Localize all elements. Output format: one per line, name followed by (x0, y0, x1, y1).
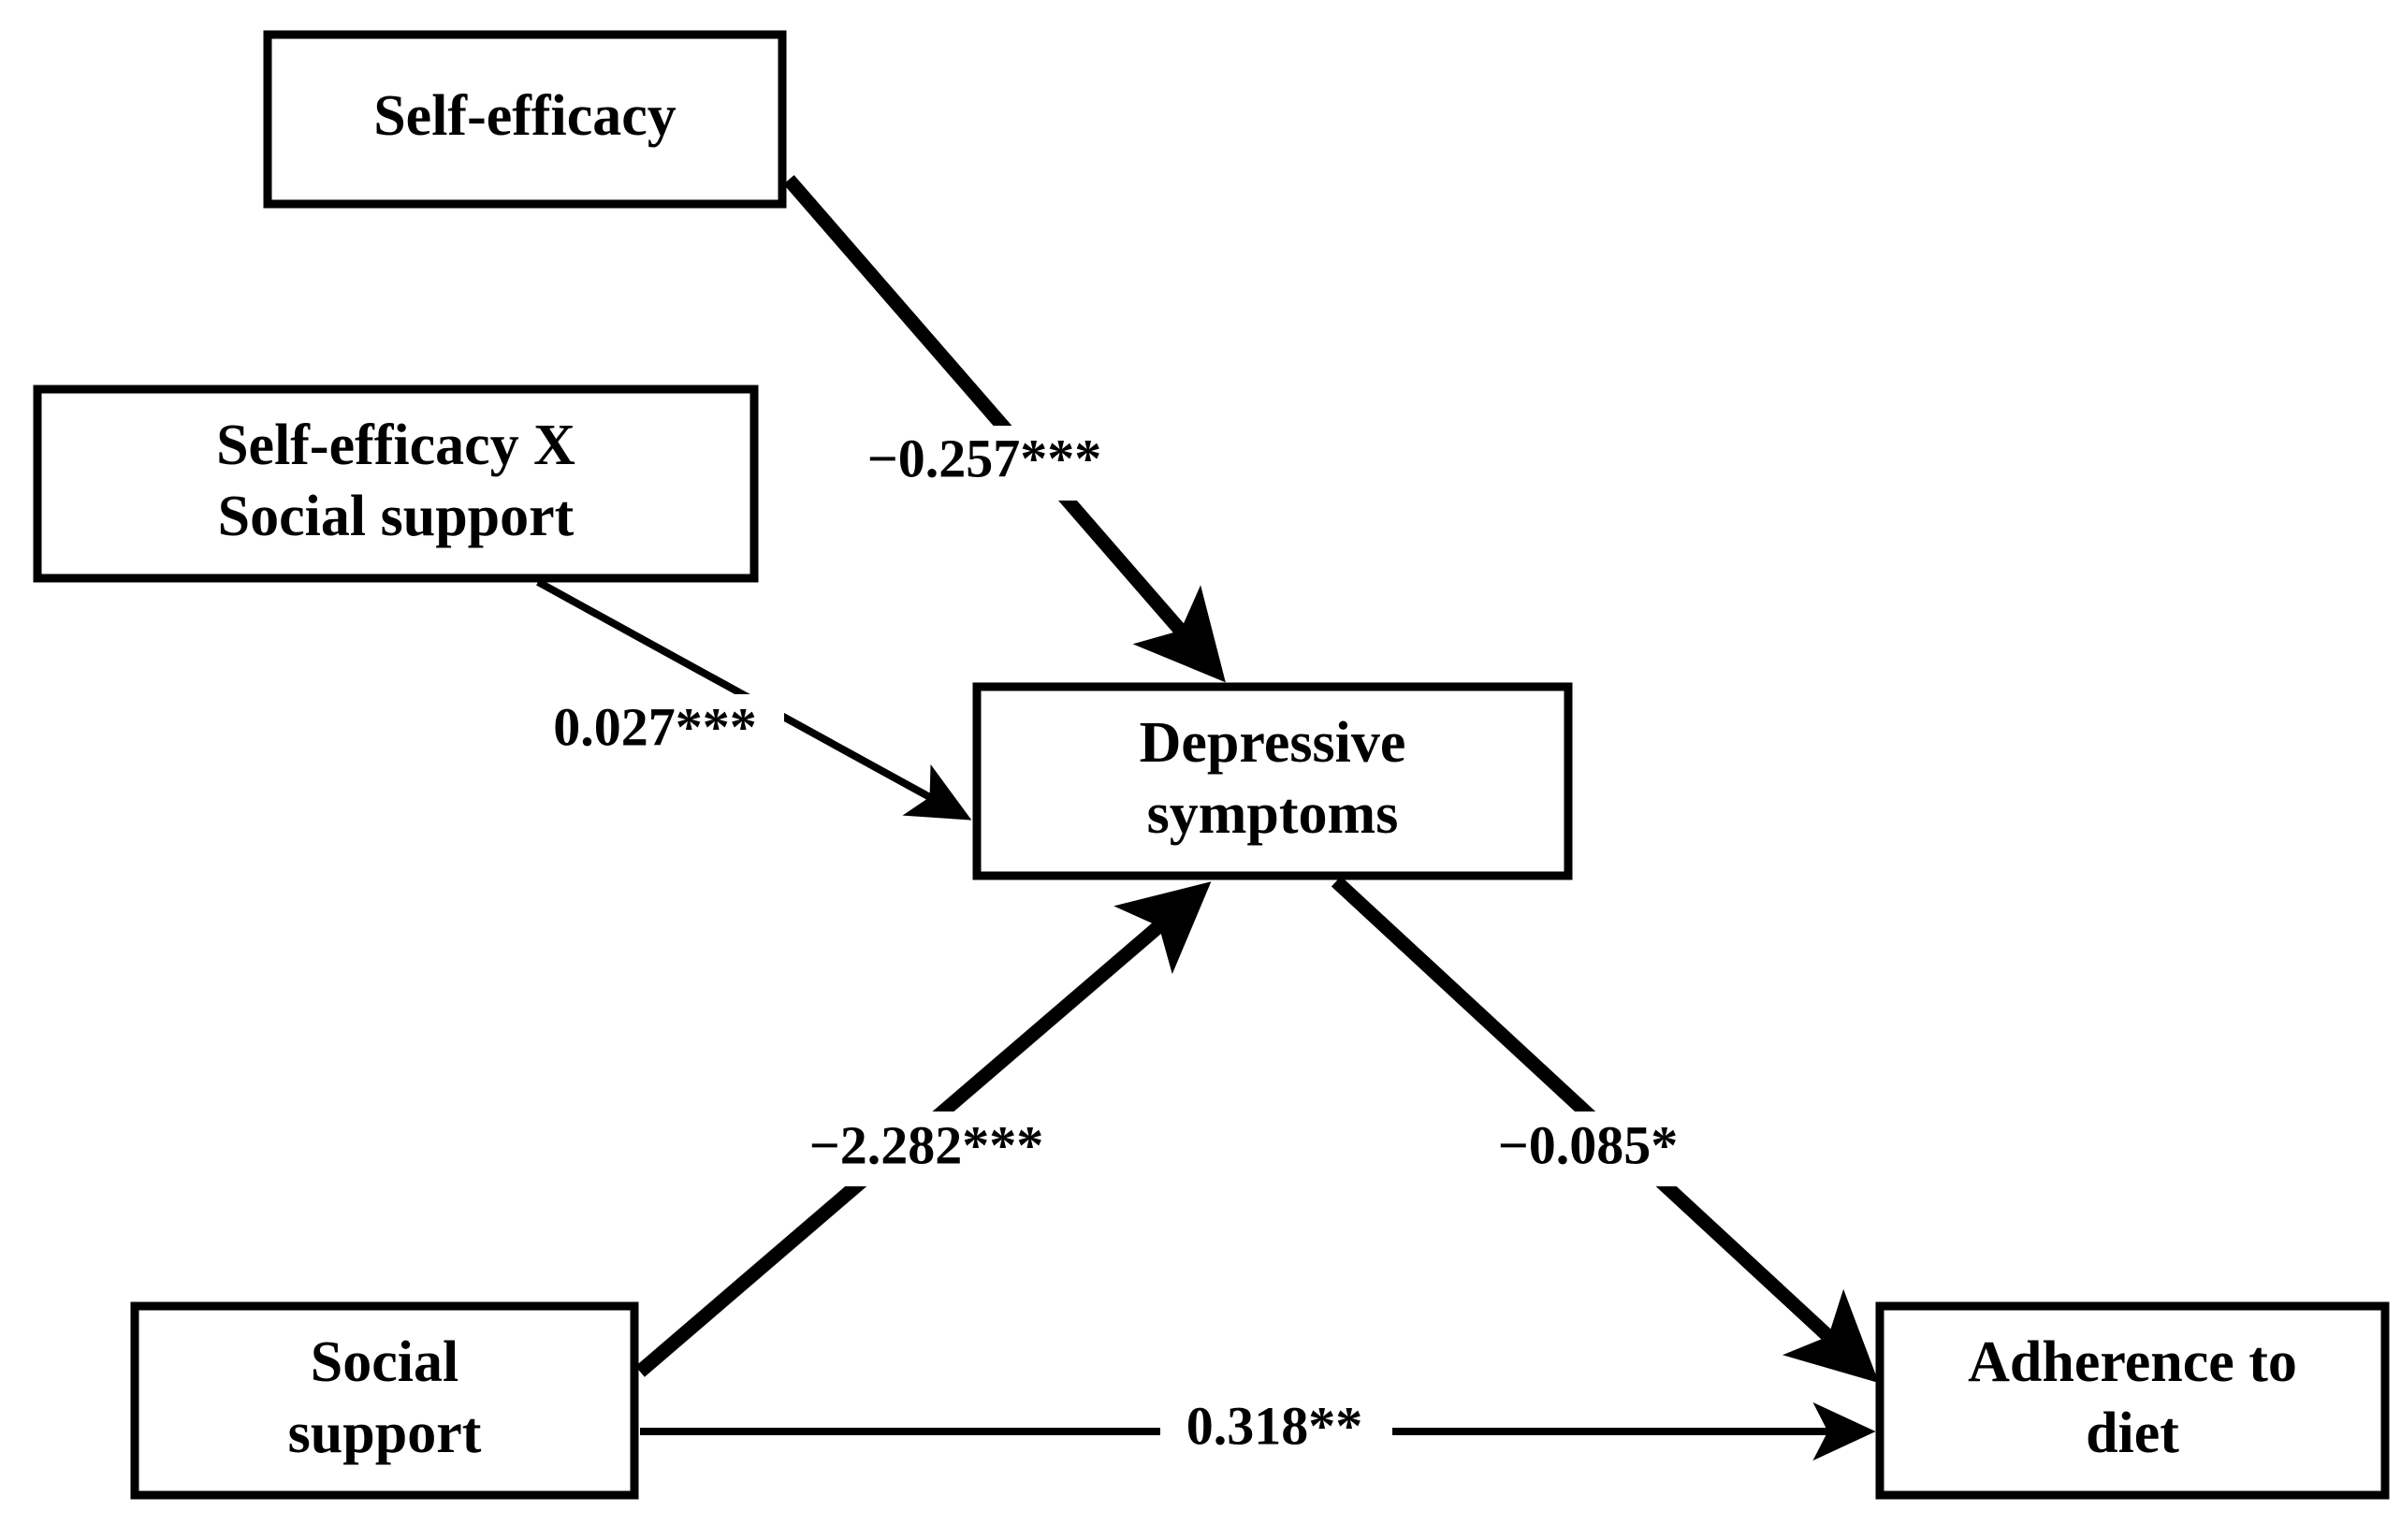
coefficient-label: −0.257*** (867, 428, 1102, 488)
edge-label-social-support-to-depressive: −2.282*** (765, 1111, 1091, 1186)
node-label-line-1: Adherence to (1968, 1330, 2297, 1394)
edge-label-depressive-to-adherence: −0.085* (1474, 1111, 1708, 1186)
edge-label-social-support-to-adherence: 0.318** (1160, 1393, 1392, 1470)
node-label-line-1: Depressive (1140, 711, 1406, 775)
coefficient-label: −2.282*** (809, 1114, 1044, 1175)
label-backdrop (530, 694, 784, 767)
node-adherence-to-diet[interactable]: Adherence to diet (1875, 1301, 2390, 1500)
coefficient-label: −0.085* (1498, 1114, 1679, 1175)
node-self-efficacy[interactable]: Self-efficacy (263, 30, 787, 209)
node-label-line-1: Self-efficacy (373, 84, 677, 148)
node-social-support[interactable]: Social support (130, 1301, 639, 1500)
node-interaction[interactable]: Self-efficacy X Social support (33, 385, 759, 583)
node-label-line-1: Self-efficacy X (216, 414, 575, 477)
node-box (33, 385, 759, 583)
node-box (1875, 1301, 2390, 1500)
coefficient-label: 0.318** (1186, 1395, 1363, 1456)
node-box (263, 30, 787, 209)
label-backdrop (840, 426, 1130, 501)
coefficient-label: 0.027*** (553, 696, 757, 757)
node-depressive-symptoms[interactable]: Depressive symptoms (972, 682, 1573, 880)
label-backdrop (1160, 1393, 1392, 1470)
node-label-line-2: Social support (218, 485, 575, 548)
node-box (972, 682, 1573, 880)
node-label-line-2: symptoms (1147, 782, 1399, 846)
node-label-line-2: diet (2086, 1402, 2179, 1465)
label-backdrop (765, 1111, 1091, 1186)
label-backdrop (1474, 1111, 1708, 1186)
node-label-line-1: Social (311, 1330, 458, 1394)
edge-label-interaction-to-depressive: 0.027*** (530, 694, 784, 767)
node-box (130, 1301, 639, 1500)
edge-label-self-efficacy-to-depressive: −0.257*** (840, 426, 1130, 501)
node-label-line-2: support (288, 1402, 482, 1465)
